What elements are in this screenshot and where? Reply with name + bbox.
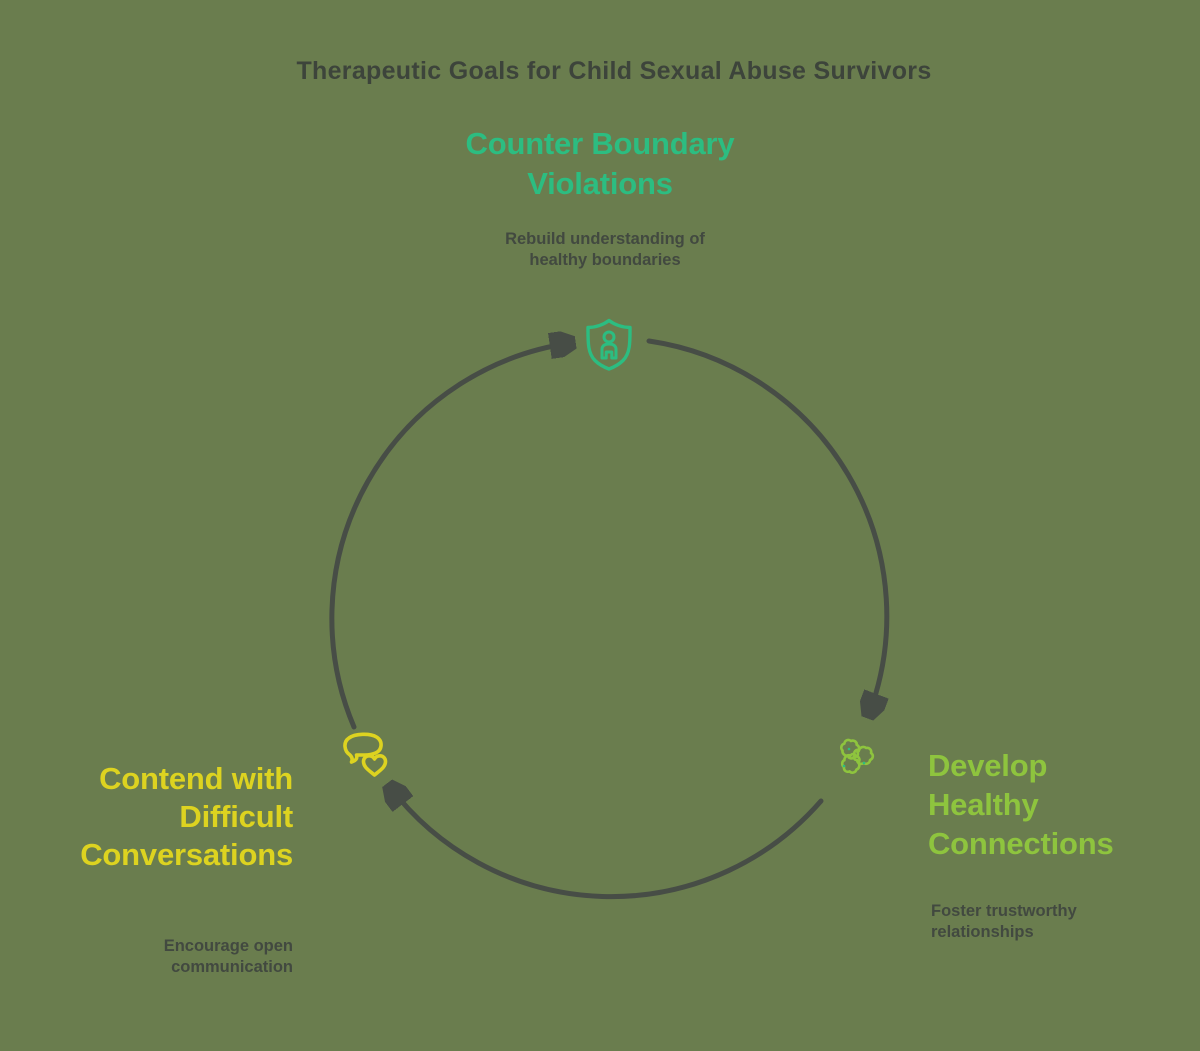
cycle-arc-top-to-right: [646, 338, 890, 714]
heading-line: Counter Boundary: [465, 126, 735, 161]
subtext-line: Foster trustworthy: [931, 902, 1077, 920]
node-subtext-top: Rebuild understanding of healthy boundar…: [480, 229, 730, 271]
subtext-line: healthy boundaries: [529, 251, 681, 269]
heading-line: Conversations: [80, 837, 293, 872]
node-heading-contend-with-difficult-conversations: Contend with Difficult Conversations: [50, 760, 293, 874]
heading-line: Contend with: [99, 761, 293, 796]
node-heading-develop-healthy-connections: Develop Healthy Connections: [928, 746, 1178, 863]
heading-line: Violations: [527, 166, 673, 201]
shield-person-icon: [586, 318, 632, 371]
node-heading-counter-boundary-violations: Counter Boundary Violations: [450, 124, 750, 204]
subtext-line: relationships: [931, 923, 1034, 941]
page-title: Therapeutic Goals for Child Sexual Abuse…: [296, 57, 932, 85]
heading-line: Healthy: [928, 787, 1039, 822]
node-subtext-right: Foster trustworthy relationships: [931, 901, 1131, 943]
subtext-line: Encourage open: [163, 937, 293, 955]
speech-bubble-heart-icon: [343, 732, 388, 777]
subtext-line: communication: [171, 958, 293, 976]
cycle-arc-left-to-top: [329, 343, 571, 730]
heading-line: Connections: [928, 826, 1114, 861]
heading-line: Develop: [928, 748, 1048, 783]
heading-line: Difficult: [179, 799, 293, 834]
community-scribble-icon: [836, 735, 875, 778]
node-subtext-left: Encourage open communication: [93, 936, 293, 978]
subtext-line: Rebuild understanding of: [505, 230, 705, 248]
cycle-arc-right-to-left: [390, 787, 824, 900]
